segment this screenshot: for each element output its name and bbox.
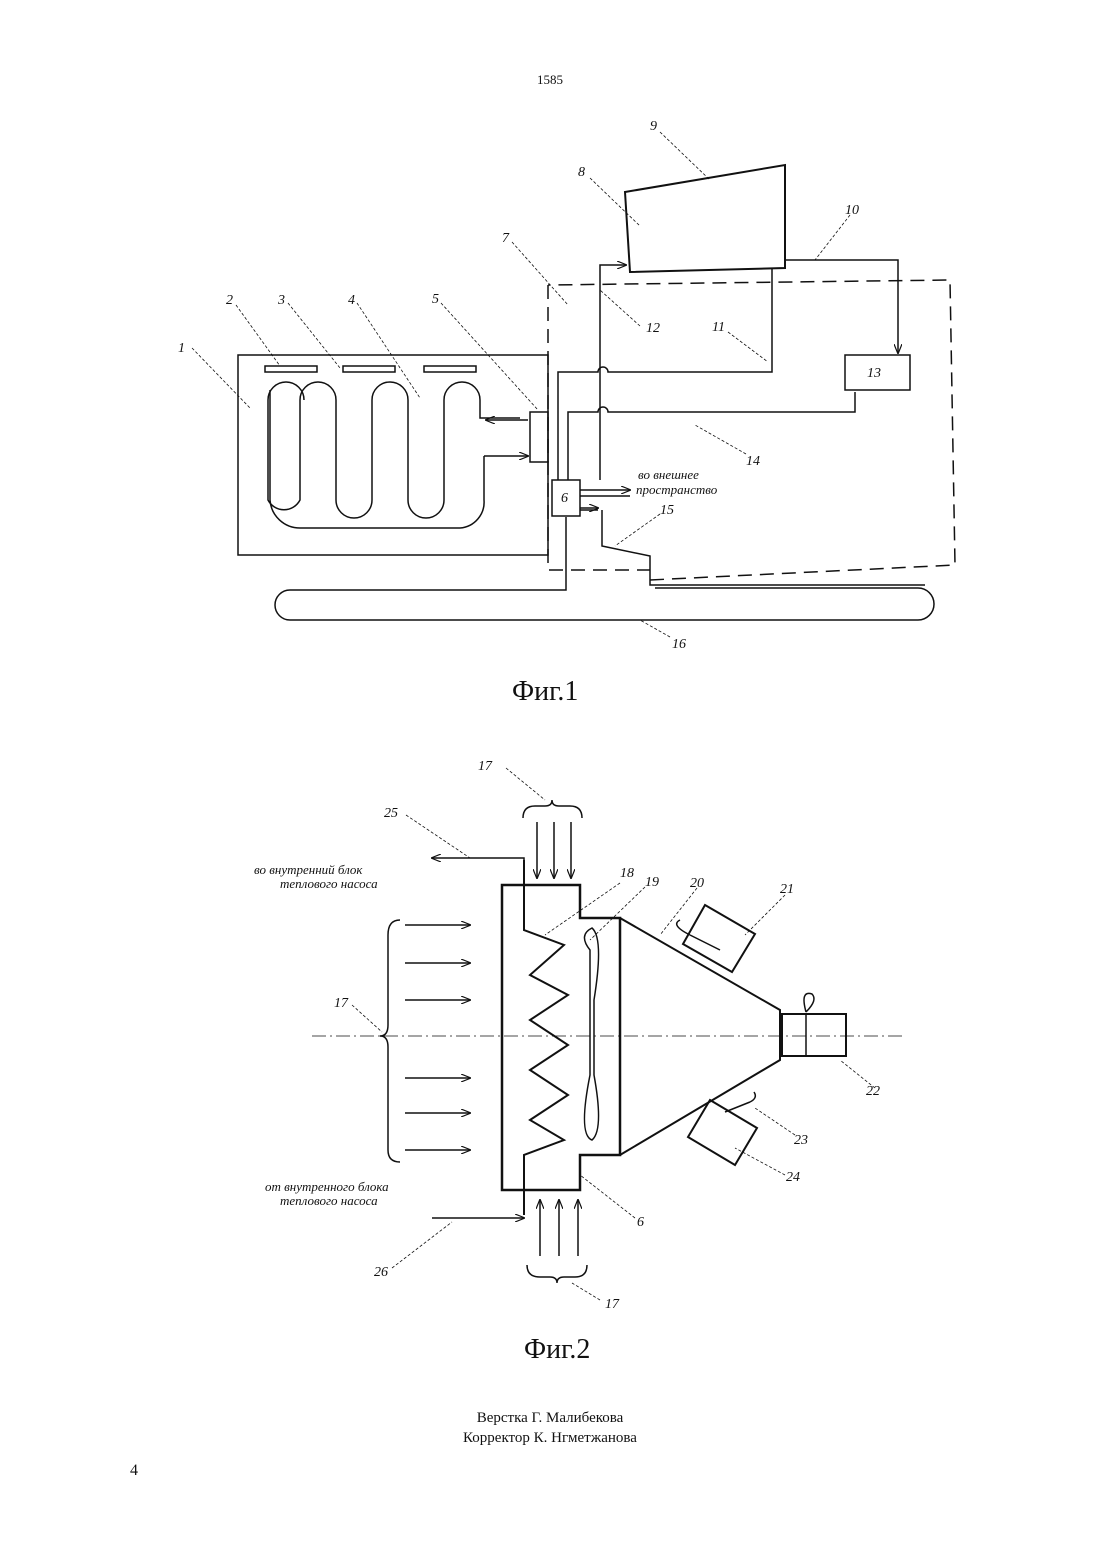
line-10 bbox=[785, 260, 898, 353]
fig2-label-23: 23 bbox=[794, 1133, 808, 1148]
fig1-note-outside-1: во внешнее bbox=[638, 467, 699, 482]
imprint-layout: Верстка Г. Малибекова bbox=[0, 1408, 1100, 1428]
fig1-label-16: 16 bbox=[672, 637, 686, 652]
fig1-label-9: 9 bbox=[650, 119, 657, 134]
fig2-note-to-1: во внутренний блок bbox=[254, 862, 363, 877]
fig1-label-14: 14 bbox=[746, 454, 760, 469]
fig2-label-21: 21 bbox=[780, 882, 794, 897]
coil-18 bbox=[524, 860, 568, 1215]
fig2-caption: Фиг.2 bbox=[524, 1334, 590, 1365]
panel-3 bbox=[343, 366, 395, 372]
fig2-label-24: 24 bbox=[786, 1170, 800, 1185]
fig1-label-10: 10 bbox=[845, 203, 859, 218]
figure-1 bbox=[192, 132, 955, 637]
fig1-label-12: 12 bbox=[646, 321, 660, 336]
fig1-label-13: 13 bbox=[867, 366, 881, 381]
fan-blade-19 bbox=[584, 928, 598, 1140]
fig1-label-7: 7 bbox=[502, 231, 510, 246]
line-14 bbox=[568, 392, 855, 480]
fig1-label-1: 1 bbox=[178, 341, 185, 356]
fig1-label-2: 2 bbox=[226, 293, 233, 308]
fig1-label-11: 11 bbox=[712, 320, 725, 335]
line-11 bbox=[558, 268, 772, 480]
exchanger-housing bbox=[502, 885, 620, 1190]
fig1-label-6: 6 bbox=[561, 491, 568, 506]
unit-8 bbox=[625, 165, 785, 272]
fig1-label-5: 5 bbox=[432, 292, 439, 307]
serpentine-coil-outer bbox=[270, 390, 484, 528]
indoor-housing bbox=[238, 355, 548, 555]
fig2-label-20: 20 bbox=[690, 876, 704, 891]
brace-top bbox=[523, 800, 582, 818]
box-24 bbox=[688, 1100, 757, 1165]
page-footer-number: 4 bbox=[130, 1462, 138, 1480]
unit-22 bbox=[782, 1014, 846, 1056]
fig1-note-outside-2: пространство bbox=[636, 482, 718, 497]
fig2-note-to-2: теплового насоса bbox=[280, 876, 378, 891]
line-15 bbox=[580, 510, 925, 585]
panel-2 bbox=[265, 366, 317, 372]
fig2-label-26: 26 bbox=[374, 1265, 388, 1280]
brace-left bbox=[380, 920, 400, 1162]
fig2-label-19: 19 bbox=[645, 875, 659, 890]
fig2-label-25: 25 bbox=[384, 806, 398, 821]
fig2-label-6: 6 bbox=[637, 1215, 644, 1230]
figure-2 bbox=[312, 768, 905, 1300]
component-5 bbox=[530, 412, 548, 462]
fig2-label-22: 22 bbox=[866, 1084, 880, 1099]
fig2-note-from-2: теплового насоса bbox=[280, 1193, 378, 1208]
outdoor-boundary bbox=[548, 280, 955, 580]
fig1-label-8: 8 bbox=[578, 165, 585, 180]
fig1-label-15: 15 bbox=[660, 503, 674, 518]
box-21 bbox=[683, 905, 755, 972]
serpentine-coil bbox=[268, 382, 520, 518]
fig1-label-3: 3 bbox=[277, 293, 285, 308]
fig2-label-17-left: 17 bbox=[334, 996, 349, 1011]
fig1-label-4: 4 bbox=[348, 293, 355, 308]
pipe-25 bbox=[432, 858, 524, 860]
fig2-label-17-top: 17 bbox=[478, 759, 493, 774]
brace-bottom bbox=[527, 1265, 587, 1283]
ground-loop-16 bbox=[275, 517, 934, 620]
fig2-label-18: 18 bbox=[620, 866, 634, 881]
fig2-note-from-1: от внутренного блока bbox=[265, 1179, 389, 1194]
fig2-label-17-bottom: 17 bbox=[605, 1297, 620, 1312]
imprint-corrector: Корректор К. Нгметжанова bbox=[0, 1428, 1100, 1448]
fig1-caption: Фиг.1 bbox=[512, 676, 578, 707]
panel-3b bbox=[424, 366, 476, 372]
